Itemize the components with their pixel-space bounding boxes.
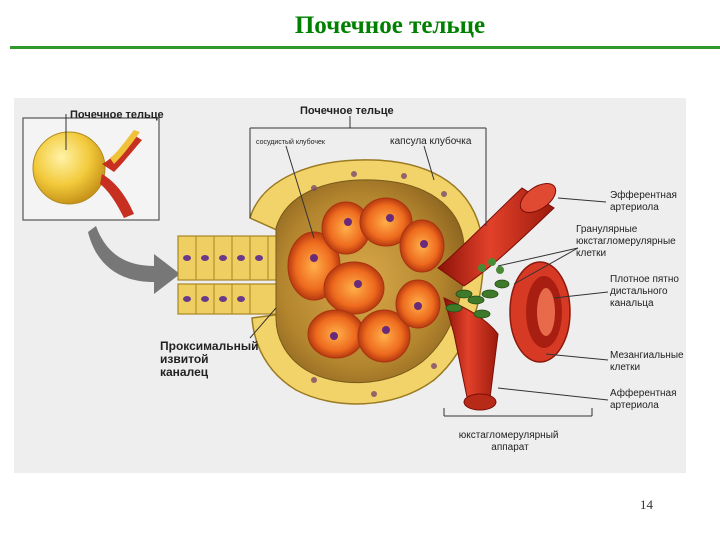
diagram-panel: Почечное тельце — [14, 98, 686, 473]
inset-corpuscle — [33, 132, 105, 204]
glomerulus-label: сосудистый клубочек — [256, 138, 326, 146]
inset-title-label: Почечное тельце — [70, 109, 164, 121]
zoom-arrow-icon — [88, 226, 180, 294]
capsule-label: капсула клубочка — [390, 135, 472, 147]
main-title-label: Почечное тельце — [300, 105, 394, 117]
page-number: 14 — [640, 497, 653, 513]
afferent-label: Афферентная артериола — [610, 387, 679, 411]
efferent-label: Эфферентная артериола — [610, 189, 680, 213]
renal-corpuscle-diagram: Почечное тельце — [14, 98, 686, 473]
proximal-tubule — [178, 236, 290, 314]
title-divider — [10, 46, 720, 49]
tubule-wall-lower — [178, 284, 282, 314]
tubule-wall-upper — [178, 236, 290, 280]
proximal-tubule-label: Проксимальный извитой каналец — [160, 339, 262, 379]
jga-label: юкстагломерулярный аппарат — [459, 430, 562, 453]
macula-densa-label: Плотное пятно дистального канальца — [610, 274, 682, 309]
mesangial-label: Мезангиальные клетки — [610, 350, 686, 373]
inset-illustration — [23, 114, 159, 220]
granular-cells-label: Гранулярные юкстагломерулярные клетки — [576, 224, 678, 259]
page-title: Почечное тельце — [0, 12, 720, 40]
distal-tubule — [510, 262, 570, 362]
